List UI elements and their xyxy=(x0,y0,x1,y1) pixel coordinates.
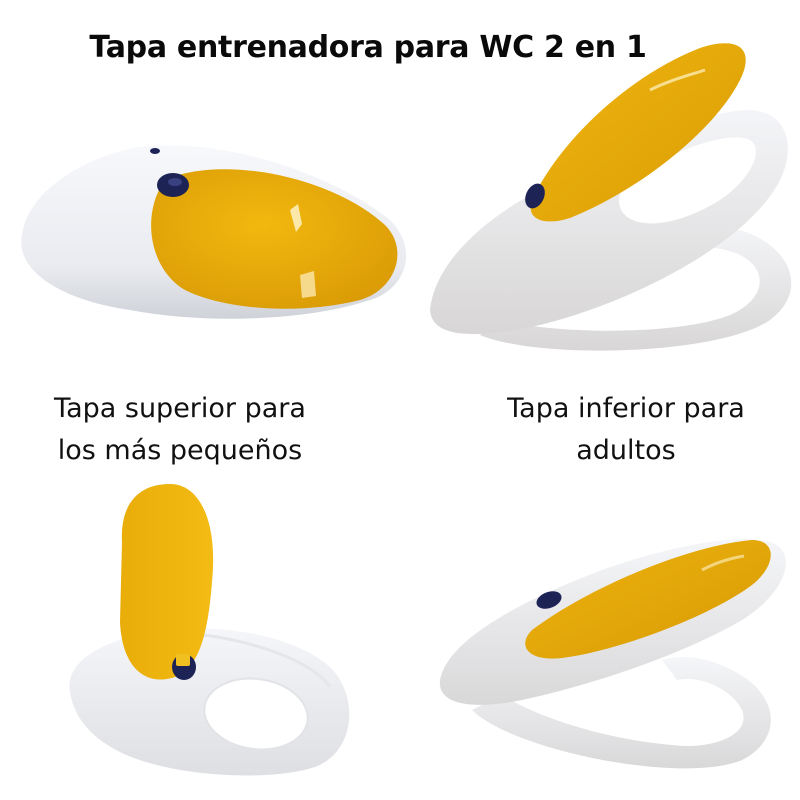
photo-child-seat xyxy=(60,482,360,782)
caption-bottom-lid: Tapa inferior para adultos xyxy=(466,388,786,472)
caption-top-lid: Tapa superior para los más pequeños xyxy=(20,388,340,472)
caption-bottom-lid-line-2: adultos xyxy=(576,435,676,466)
photo-lid-raised xyxy=(420,40,800,360)
caption-bottom-lid-line-1: Tapa inferior para xyxy=(507,393,745,424)
photo-closed-seat xyxy=(10,140,410,340)
caption-top-lid-line-1: Tapa superior para xyxy=(54,393,306,424)
page-title: Tapa entrenadora para WC 2 en 1 xyxy=(89,30,647,65)
caption-top-lid-line-2: los más pequeños xyxy=(57,435,303,466)
photo-seat-on-ring xyxy=(432,530,792,790)
